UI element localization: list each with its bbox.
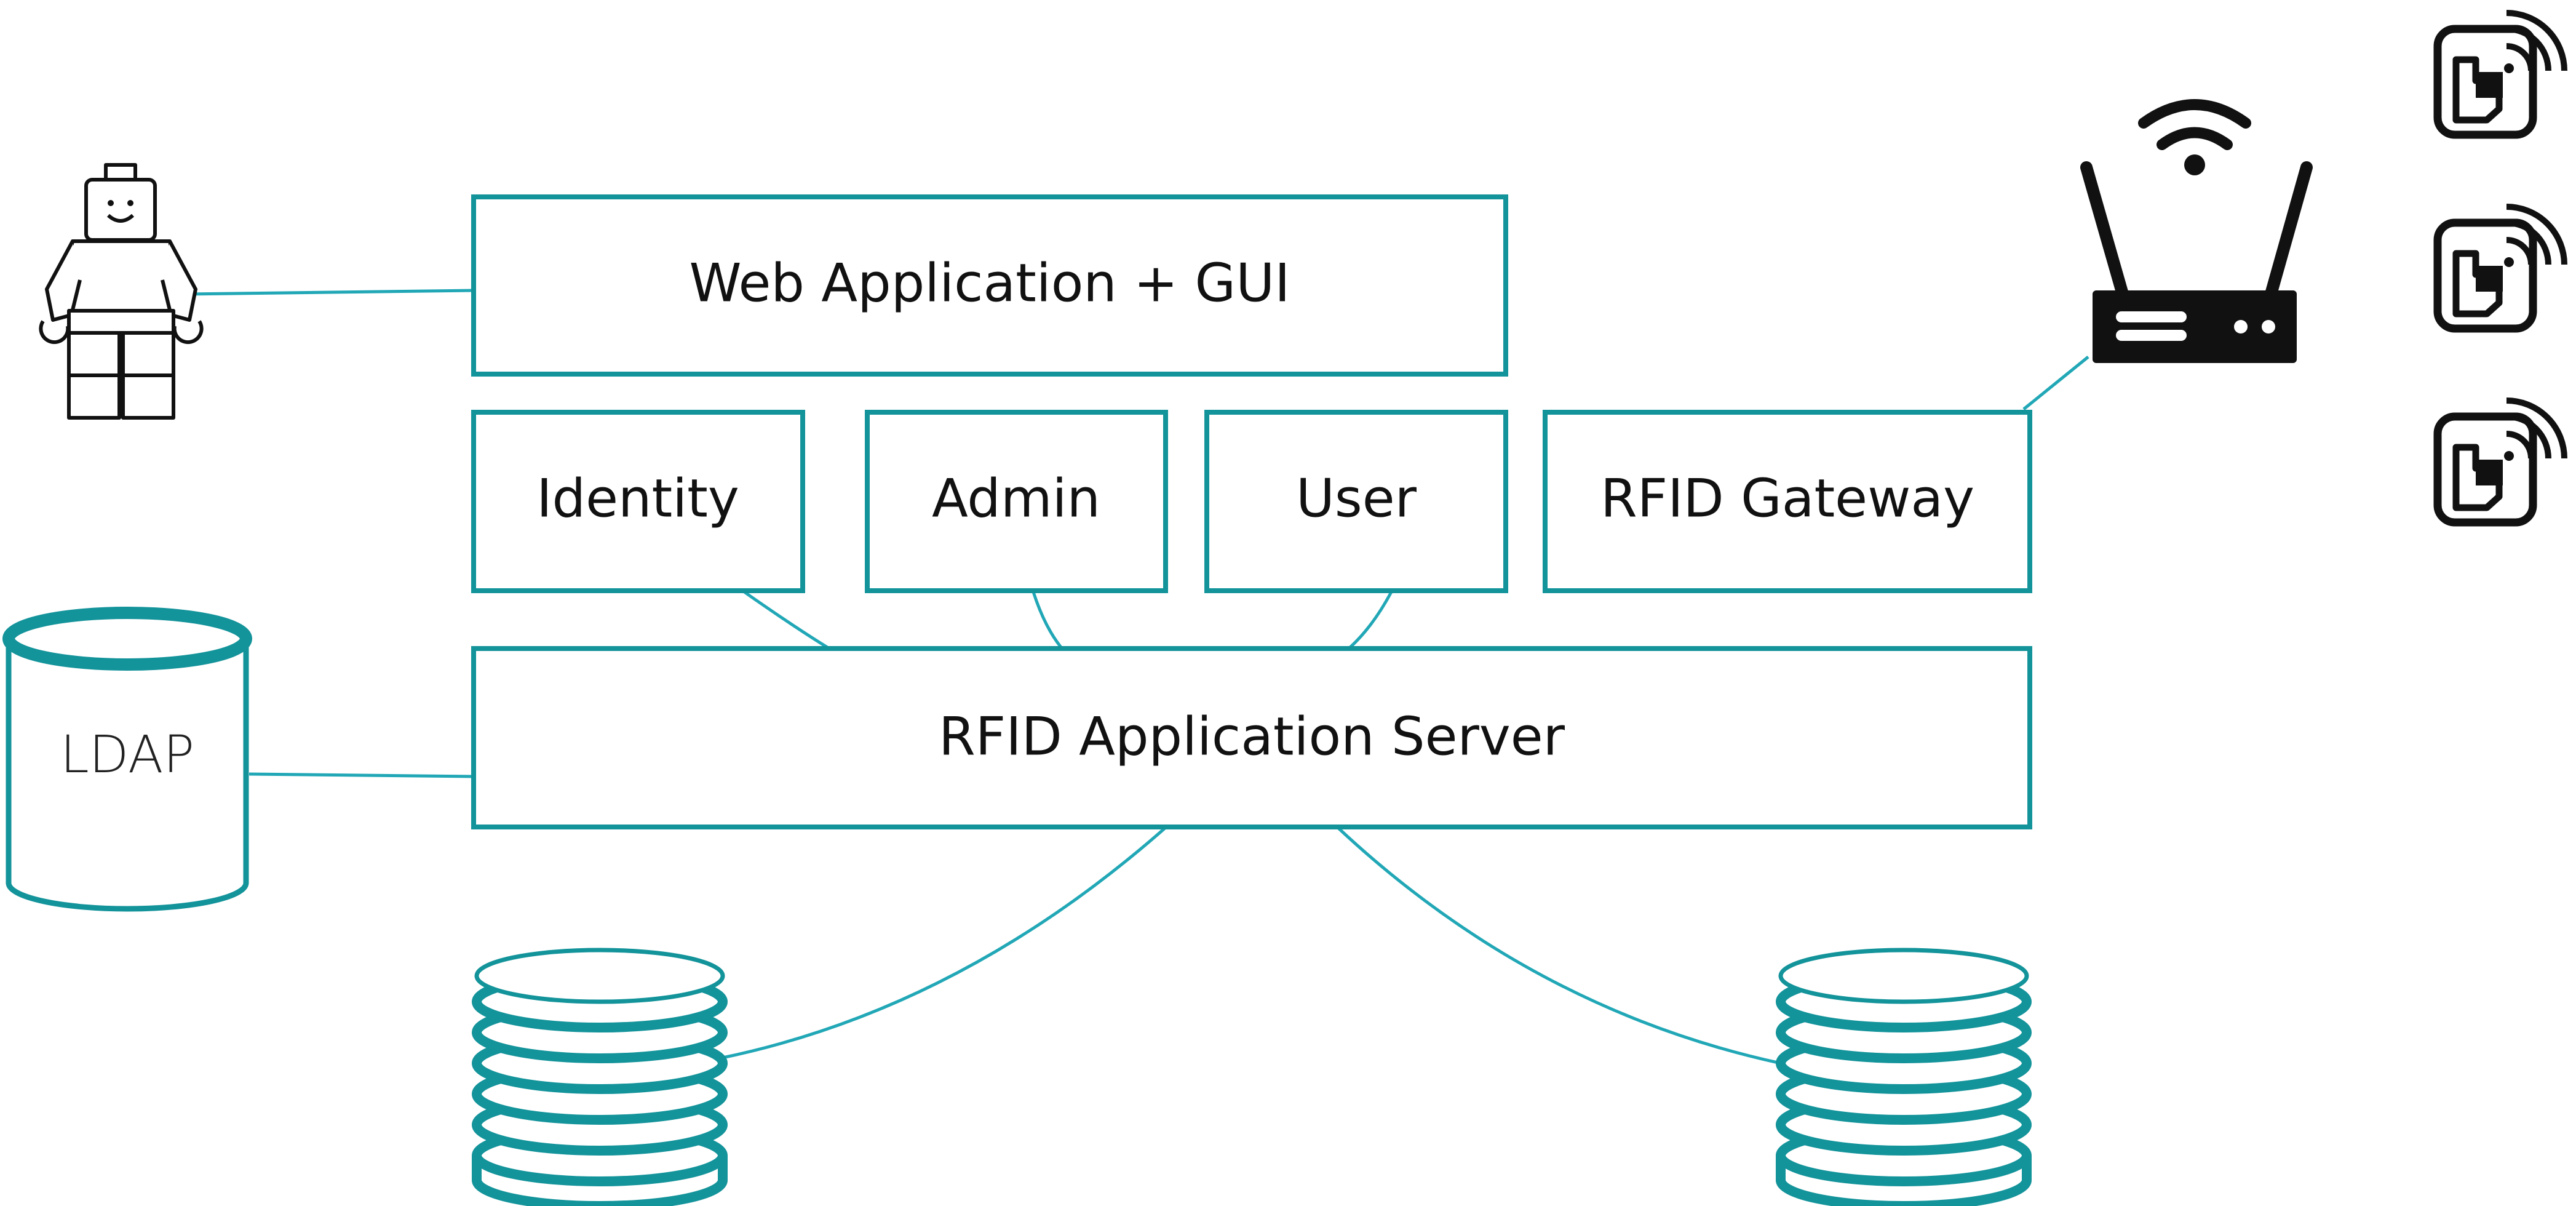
- connector-gateway-router: [2022, 356, 2089, 410]
- connector-server-db-left: [719, 826, 1167, 1060]
- ldap-database-icon: LDAP: [2, 607, 252, 912]
- ldap-label: LDAP: [60, 724, 194, 785]
- connectors: [184, 289, 2089, 1065]
- connector-server-db-right: [1337, 826, 1781, 1065]
- connector-identity-server: [743, 590, 829, 649]
- app-server-label: RFID Application Server: [939, 706, 1565, 767]
- user-label: User: [1296, 468, 1417, 529]
- web-app-label: Web Application + GUI: [689, 252, 1290, 314]
- rfid-gateway-label: RFID Gateway: [1600, 468, 1974, 529]
- connector-admin-server: [1032, 591, 1062, 649]
- user-figure-icon: [39, 163, 204, 420]
- rfid-tag-icon: [2433, 10, 2567, 139]
- connector-user-server: [1349, 591, 1393, 649]
- connector-user-webapp: [184, 289, 474, 296]
- admin-box: Admin: [865, 410, 1168, 593]
- rfid-tag-icon: [2433, 204, 2567, 333]
- rfid-tag-icon: [2433, 397, 2567, 527]
- admin-label: Admin: [932, 468, 1100, 529]
- database-stack-icon: [472, 948, 728, 1206]
- user-box: User: [1204, 410, 1508, 593]
- web-app-box: Web Application + GUI: [471, 194, 1508, 377]
- connector-ldap-server: [248, 772, 474, 778]
- rfid-gateway-box: RFID Gateway: [1543, 410, 2032, 593]
- rfid-router-icon: [2080, 99, 2313, 363]
- app-server-box: RFID Application Server: [471, 646, 2032, 829]
- identity-label: Identity: [536, 468, 739, 529]
- database-stack-icon-right: [1776, 948, 2032, 1206]
- identity-box: Identity: [471, 410, 805, 593]
